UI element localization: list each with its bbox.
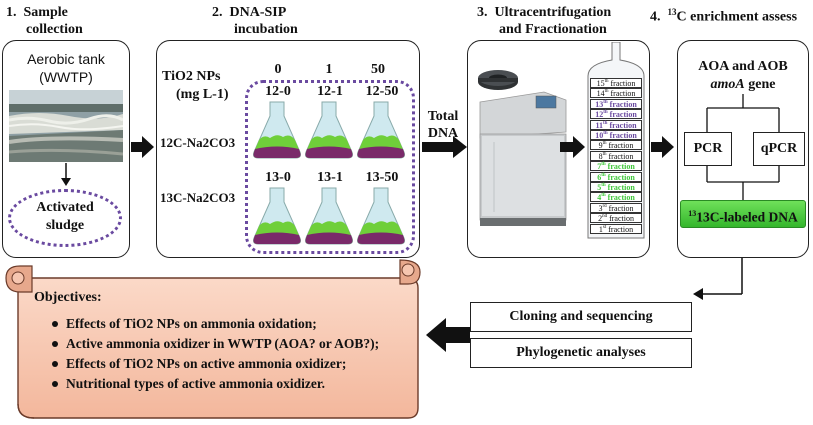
objective-item: Effects of TiO2 NPs on ammonia oxidation… bbox=[52, 316, 317, 332]
fraction-label: 1st fraction bbox=[590, 223, 642, 234]
fraction-label: 2nd fraction bbox=[590, 213, 642, 224]
flask-icon-13-1 bbox=[305, 187, 353, 245]
objective-item: Effects of TiO2 NPs on active ammonia ox… bbox=[52, 356, 346, 372]
fraction-label: 8th fraction bbox=[590, 150, 642, 161]
fraction-label: 13th fraction bbox=[590, 98, 642, 109]
step1-title: 1. Sample collection bbox=[6, 5, 83, 37]
fraction-label: 11th fraction bbox=[590, 119, 642, 130]
flask-label-13-50: 13-50 bbox=[365, 170, 399, 185]
arrow-right-4 bbox=[651, 136, 674, 158]
flask-group-outline bbox=[245, 80, 415, 254]
cloning-box: Cloning and sequencing bbox=[470, 302, 692, 332]
flask-icon-12-1 bbox=[305, 101, 353, 159]
flask-icon-12-50 bbox=[357, 101, 405, 159]
fraction-label: 3rd fraction bbox=[590, 202, 642, 213]
bullet-icon bbox=[52, 320, 58, 327]
flask-row-13 bbox=[253, 187, 405, 245]
step4-title: 4. 13C enrichment assess bbox=[650, 7, 798, 25]
bullet-icon bbox=[52, 360, 58, 367]
arrow-right-2 bbox=[422, 136, 467, 158]
flask-label-13-0: 13-0 bbox=[265, 170, 291, 185]
tio2-label: TiO2 NPs(mg L-1) bbox=[162, 69, 229, 102]
objectives-scroll bbox=[5, 259, 421, 419]
objective-item: Active ammonia oxidizer in WWTP (AOA? or… bbox=[52, 336, 379, 352]
pcr-box: PCR bbox=[684, 132, 732, 166]
row12-label: 12C-Na2CO3 bbox=[160, 135, 236, 150]
labeled-dna-box: 1313C-labeled DNA bbox=[680, 200, 806, 228]
flask-icon-13-50 bbox=[357, 187, 405, 245]
objective-item: Nutritional types of active ammonia oxid… bbox=[52, 376, 325, 392]
flask-label-12-0: 12-0 bbox=[265, 84, 291, 99]
flask-label-12-1: 12-1 bbox=[317, 84, 343, 99]
fraction-label: 5th fraction bbox=[590, 182, 642, 192]
conc-50: 50 bbox=[371, 62, 385, 77]
fraction-label: 12th fraction bbox=[590, 109, 642, 120]
tank-label: Aerobic tank(WWTP) bbox=[27, 51, 105, 85]
aerobic-tank-photo bbox=[9, 90, 123, 162]
flow-line bbox=[693, 258, 743, 300]
fraction-label: 4th fraction bbox=[590, 192, 642, 203]
flask-icon-12-0 bbox=[253, 101, 301, 159]
objectives-heading: Objectives: bbox=[34, 290, 102, 305]
pcr-connector-lines bbox=[706, 94, 780, 200]
arrow-right-1 bbox=[131, 136, 154, 158]
phylo-box: Phylogenetic analyses bbox=[470, 338, 692, 368]
arrow-left-big bbox=[426, 318, 470, 352]
step3-title: 3. Ultracentrifugation and Fractionation bbox=[477, 5, 612, 37]
conc-1: 1 bbox=[325, 62, 333, 77]
step2-title: 2. DNA-SIP incubation bbox=[212, 5, 298, 37]
row13-label: 13C-Na2CO3 bbox=[160, 190, 236, 205]
arrow-right-3 bbox=[560, 136, 585, 158]
fraction-label: 9th fraction bbox=[590, 140, 642, 151]
bullet-icon bbox=[52, 380, 58, 387]
flask-label-13-1: 13-1 bbox=[317, 170, 343, 185]
conc-0: 0 bbox=[274, 62, 282, 77]
flask-icon-13-0 bbox=[253, 187, 301, 245]
qpcr-box: qPCR bbox=[753, 132, 805, 166]
bullet-icon bbox=[52, 340, 58, 347]
fraction-label: 10th fraction bbox=[590, 130, 642, 140]
fraction-label: 15th fraction bbox=[590, 78, 642, 88]
arrow-down bbox=[61, 163, 71, 186]
activated-sludge-ellipse bbox=[8, 189, 122, 247]
fraction-label: 7th fraction bbox=[590, 161, 642, 172]
fraction-label: 6th fraction bbox=[590, 171, 642, 182]
ultracentrifuge-icon bbox=[478, 70, 567, 226]
fraction-label: 14th fraction bbox=[590, 88, 642, 99]
flask-label-12-50: 12-50 bbox=[365, 84, 399, 99]
flask-row-12 bbox=[253, 101, 405, 159]
